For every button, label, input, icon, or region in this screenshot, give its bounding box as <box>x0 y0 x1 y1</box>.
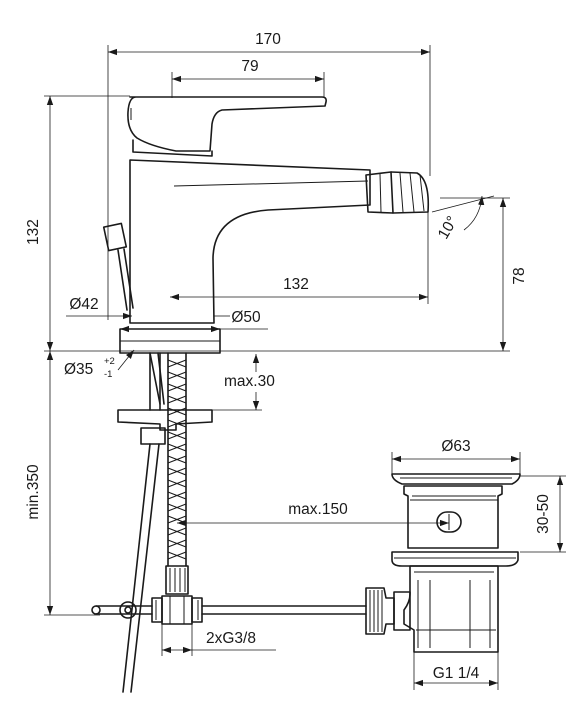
dim-total-width: 170 <box>255 31 281 48</box>
dim-base-diameter: Ø42 <box>69 296 98 313</box>
dim-waste-thread: G1 1/4 <box>433 665 480 682</box>
dim-hole-diameter: Ø35 <box>64 361 93 378</box>
dimension-labels: 170 79 132 132 78 10° Ø42 Ø50 Ø35 +2 -1 … <box>25 31 552 682</box>
braided-hose <box>151 352 203 625</box>
dim-spout-reach: 132 <box>283 276 309 293</box>
dim-body-height: 132 <box>25 219 42 245</box>
dim-angle: 10° <box>435 213 461 242</box>
dim-deck-thickness: max.30 <box>224 373 275 390</box>
dim-handle-width: 79 <box>241 58 258 75</box>
swivel-outlet <box>365 171 430 214</box>
dim-tolerance-minus: -1 <box>104 369 112 380</box>
dim-outlet-height: 78 <box>511 267 528 284</box>
dim-collar-diameter: Ø50 <box>231 309 261 326</box>
waste-linkage <box>91 601 367 619</box>
dimension-lines <box>44 45 566 690</box>
dim-plug-range: 30-50 <box>535 494 552 534</box>
deck-fixing <box>117 328 221 693</box>
dim-plug-diameter: Ø63 <box>441 438 470 455</box>
mixer-body <box>129 159 371 324</box>
pop-up-waste <box>365 473 521 653</box>
pop-up-rod <box>102 222 134 311</box>
dim-hose-length: min.350 <box>25 464 42 520</box>
tap-body <box>102 96 430 324</box>
dim-connection: 2xG3/8 <box>206 630 256 647</box>
dim-tolerance-plus: +2 <box>104 356 115 367</box>
lever-handle <box>127 96 327 152</box>
dim-waste-distance: max.150 <box>288 501 348 518</box>
